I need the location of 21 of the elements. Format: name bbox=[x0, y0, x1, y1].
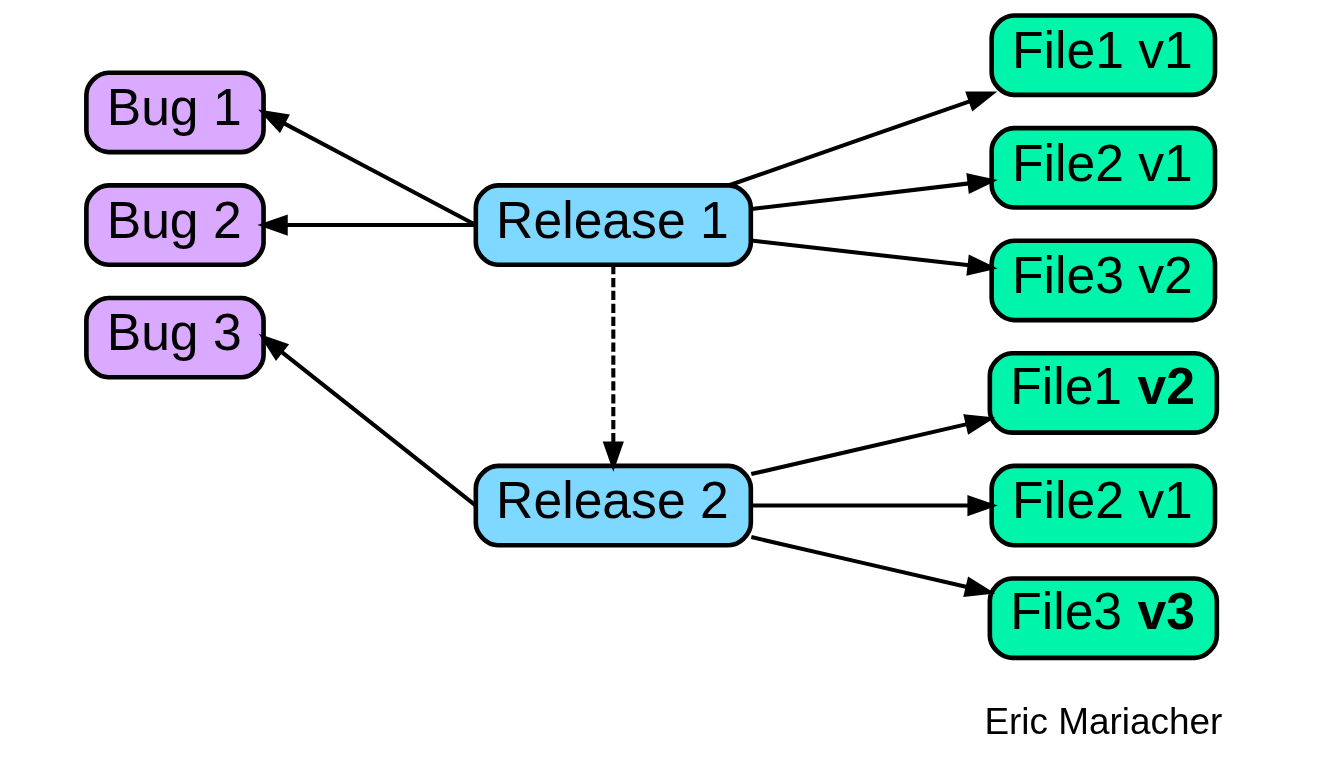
arrow bbox=[257, 214, 476, 236]
node-box: File2 v1 bbox=[989, 125, 1218, 210]
node-box: Bug 2 bbox=[84, 183, 266, 268]
arrow bbox=[728, 91, 998, 188]
label: Eric Mariacher bbox=[984, 701, 1223, 743]
node-box: File3 v3 bbox=[987, 576, 1220, 661]
arrow bbox=[750, 414, 996, 477]
arrow bbox=[751, 238, 998, 276]
arrow bbox=[258, 109, 477, 227]
node-box: Release 2 bbox=[473, 463, 754, 548]
node-box: Bug 1 bbox=[84, 70, 266, 155]
node-box: File1 v2 bbox=[987, 351, 1220, 435]
node-box: File2 v1 bbox=[989, 463, 1218, 548]
node-box: File3 v2 bbox=[989, 238, 1218, 323]
arrow bbox=[602, 265, 624, 472]
node-box: Release 1 bbox=[473, 183, 754, 268]
arrow bbox=[751, 494, 998, 517]
node-box: Bug 3 bbox=[84, 295, 266, 380]
arrow bbox=[750, 535, 996, 598]
arrow bbox=[751, 173, 998, 212]
node-box: File1 v1 bbox=[989, 13, 1218, 98]
